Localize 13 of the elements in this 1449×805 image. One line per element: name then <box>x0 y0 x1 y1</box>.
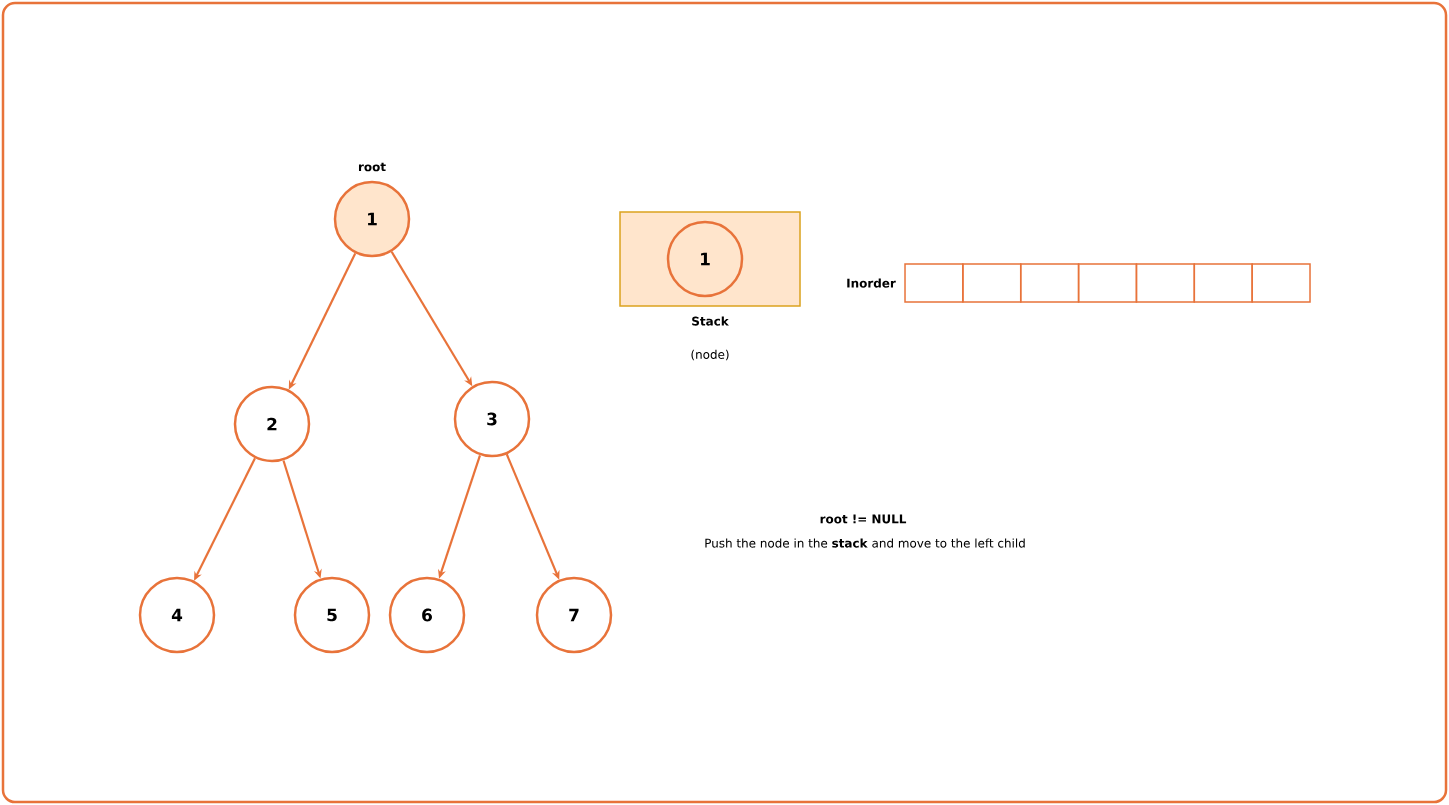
array-cell <box>1251 263 1311 303</box>
array-label: Inorder <box>847 278 896 288</box>
array-cell <box>1193 263 1253 303</box>
note-text: root != NULL <box>820 514 907 524</box>
array-cell <box>1135 263 1196 303</box>
array-cell <box>904 263 964 303</box>
stack-caption: (node) <box>691 349 729 361</box>
array-cell <box>962 263 1022 303</box>
node-label: Stack <box>692 316 729 326</box>
node-caption: root <box>359 162 386 172</box>
note-text: Push the node in the stack and move to the left child <box>705 538 1025 548</box>
array-cell <box>1019 263 1080 303</box>
array-cell <box>1077 263 1138 303</box>
